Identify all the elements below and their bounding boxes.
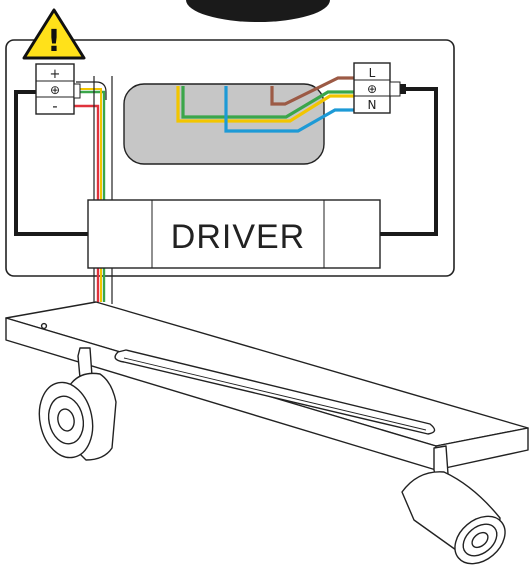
warning-symbol: ! bbox=[47, 24, 61, 59]
spotlight-right bbox=[401, 445, 506, 565]
yellow-wire bbox=[176, 86, 360, 123]
green-lv-wire bbox=[74, 90, 106, 302]
warning-triangle-icon: ! bbox=[22, 8, 86, 60]
green-wire bbox=[181, 86, 360, 119]
blue-wire bbox=[224, 86, 360, 133]
cable-loop bbox=[76, 81, 107, 100]
black-wire-right bbox=[378, 87, 438, 236]
mounting-box bbox=[5, 39, 455, 277]
terminal-mains-earth-label: ⊕ bbox=[367, 82, 377, 96]
terminal-earth-label: ⊕ bbox=[50, 83, 60, 97]
driver-label: DRIVER bbox=[171, 218, 305, 256]
fixture-screw bbox=[40, 322, 48, 330]
brown-wire bbox=[270, 76, 360, 106]
device-housing bbox=[123, 83, 325, 165]
mains-terminal: L ⊕ N bbox=[353, 62, 406, 114]
spotlight-left bbox=[38, 347, 117, 461]
terminal-live-label: L bbox=[369, 66, 376, 80]
terminal-plus-label: + bbox=[50, 67, 61, 82]
terminal-minus-label: - bbox=[52, 97, 57, 115]
mounting-cap bbox=[186, 0, 330, 22]
terminal-neutral-label: N bbox=[368, 98, 377, 112]
low-voltage-terminal: + ⊕ - bbox=[35, 63, 81, 115]
fixture-bar bbox=[5, 301, 529, 471]
driver-unit: DRIVER bbox=[87, 199, 381, 269]
black-wire-left bbox=[14, 90, 90, 236]
